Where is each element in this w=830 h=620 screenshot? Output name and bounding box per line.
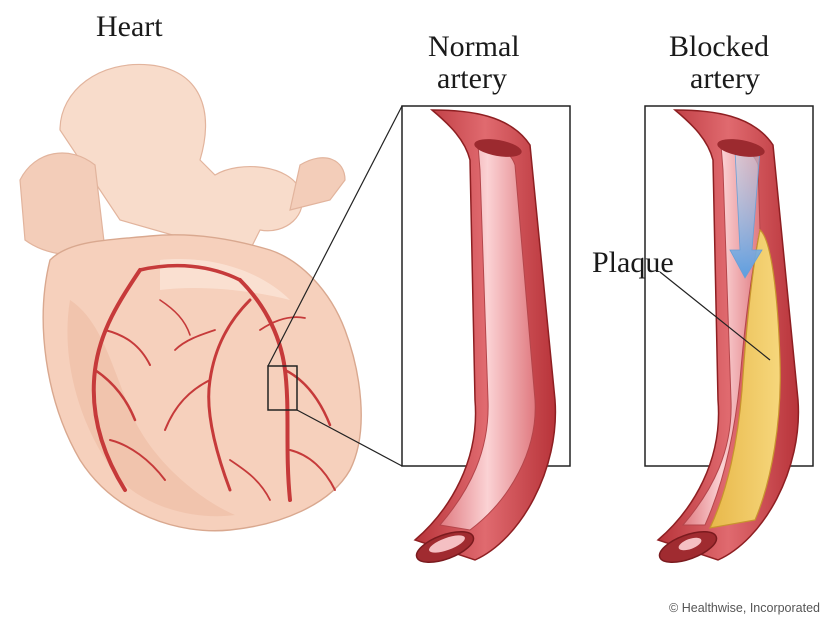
blocked-artery-label-line2: artery [690, 62, 760, 95]
blocked-artery-label-line1: Blocked [669, 30, 769, 63]
heart-illustration [20, 64, 402, 530]
vena-cava-shape [20, 153, 105, 255]
normal-artery-label-line1: Normal [428, 30, 520, 63]
blocked-artery-panel [645, 106, 813, 569]
heart-label: Heart [96, 10, 163, 43]
copyright-credit: © Healthwise, Incorporated [669, 601, 820, 615]
normal-artery-panel [402, 106, 570, 569]
pulmonary-shape [290, 158, 345, 210]
plaque-label: Plaque [592, 246, 674, 279]
normal-artery-label-line2: artery [437, 62, 507, 95]
